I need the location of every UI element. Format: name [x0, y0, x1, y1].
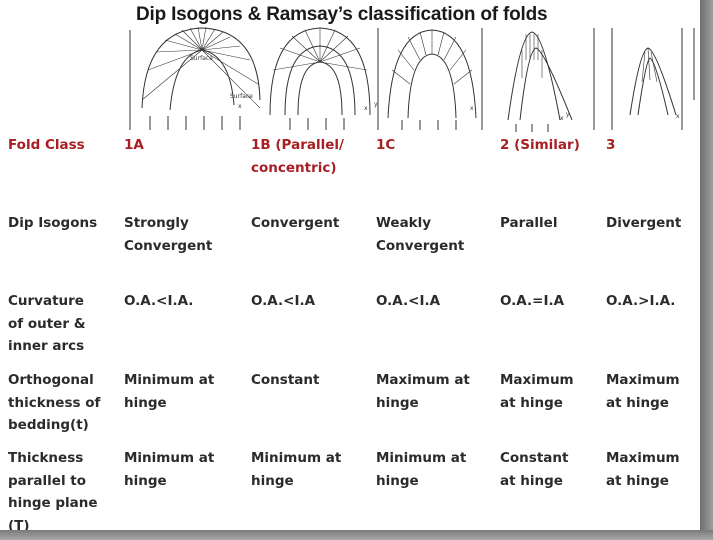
header-fold-class: Fold Class [8, 137, 85, 153]
slide-title: Dip Isogons & Ramsay’s classification of… [136, 4, 548, 25]
cell-dip-isogons-1c: Weakly Convergent [376, 215, 465, 254]
cell-orthogonal-1c: Maximum at hinge [376, 372, 470, 411]
fold-3-diagram [611, 28, 695, 130]
row-label-thickness-parallel: Thickness parallel to hinge plane (T) [8, 450, 98, 530]
row-label-orthogonal-thickness: Orthogonal thickness of bedding(t) [8, 372, 101, 433]
fold-2-diagram [507, 28, 595, 132]
cell-dip-isogons-1a: Strongly Convergent [124, 215, 213, 254]
x-label-2: x [560, 115, 564, 122]
cell-curvature-2: O.A.=I.A [500, 293, 565, 309]
y-label-2: y [566, 111, 570, 118]
header-class-2: 2 (Similar) [500, 137, 580, 153]
cell-parallel-1b: Minimum at hinge [251, 450, 342, 489]
cell-dip-isogons-2: Parallel [500, 215, 558, 231]
screen-edge-bottom [0, 530, 713, 540]
x-label-1b: x [364, 105, 368, 112]
fold-1b-diagram [269, 27, 379, 130]
cell-parallel-2: Constant at hinge [500, 450, 569, 489]
cell-parallel-1a: Minimum at hinge [124, 450, 215, 489]
cell-curvature-1b: O.A.<I.A [251, 293, 316, 309]
header-class-1c: 1C [376, 137, 396, 153]
cell-curvature-3: O.A.>I.A. [606, 293, 676, 309]
y-label-1b: y [374, 101, 378, 108]
fold-diagrams-figure: Surface Surface x y x x y x x [129, 26, 695, 132]
fold-1a-diagram [129, 26, 261, 130]
slide: Dip Isogons & Ramsay’s classification of… [0, 0, 700, 530]
cell-curvature-1c: O.A.<I.A [376, 293, 441, 309]
surface-label-lower: Surface [230, 93, 253, 100]
cell-dip-isogons-3: Divergent [606, 215, 682, 231]
x-label-1c: x [470, 105, 474, 112]
header-class-3: 3 [606, 137, 616, 153]
cell-curvature-1a: O.A.<I.A. [124, 293, 194, 309]
row-label-curvature: Curvature of outer & inner arcs [8, 293, 86, 354]
fold-1c-diagram [387, 28, 483, 130]
cell-dip-isogons-1b: Convergent [251, 215, 340, 231]
x-label-3: x [676, 113, 680, 120]
screen-edge-right [700, 0, 713, 540]
cell-orthogonal-2: Maximum at hinge [500, 372, 574, 411]
surface-label-upper: Surface [190, 55, 213, 62]
cell-orthogonal-3: Maximum at hinge [606, 372, 680, 411]
header-class-1b: 1B (Parallel/ concentric) [251, 137, 344, 176]
header-class-1a: 1A [124, 137, 144, 153]
cell-orthogonal-1a: Minimum at hinge [124, 372, 215, 411]
row-label-dip-isogons: Dip Isogons [8, 215, 98, 231]
cell-parallel-3: Maximum at hinge [606, 450, 680, 489]
cell-parallel-1c: Minimum at hinge [376, 450, 467, 489]
cell-orthogonal-1b: Constant [251, 372, 320, 388]
x-label-1a: x [238, 103, 242, 110]
